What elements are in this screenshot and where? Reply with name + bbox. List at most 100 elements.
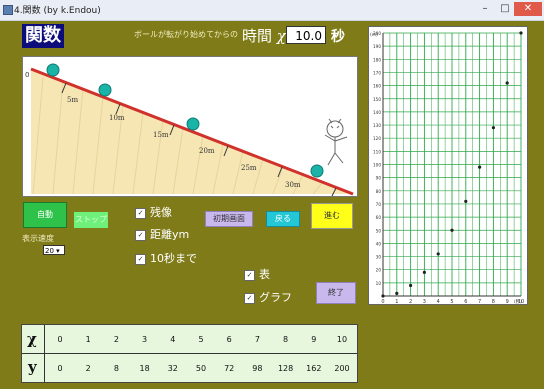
x-tick-label: 5 <box>450 299 453 304</box>
table-cell-y: 128 <box>277 364 294 373</box>
x-tick-label: 3 <box>423 299 426 304</box>
slope-svg: 0 5m 10m 15m 20m 25m 30m <box>25 63 354 196</box>
table-cell-x: 3 <box>142 335 148 344</box>
distance-label-20m: 20m <box>199 147 215 155</box>
minimize-button[interactable]: – <box>482 3 488 14</box>
close-button[interactable]: ✕ <box>514 2 542 16</box>
y-tick-label: 50 <box>376 228 382 233</box>
table-cell-y: 200 <box>334 364 350 373</box>
check-icon: ✓ <box>244 269 255 281</box>
check-icon: ✓ <box>244 292 255 304</box>
distance-label-25m: 25m <box>241 164 257 172</box>
time-instruction: ボールが転がり始めてからの <box>134 30 238 39</box>
table-divider-h <box>22 353 357 354</box>
y-tick-label: 160 <box>373 84 381 89</box>
distance-label-5m: 5m <box>67 96 78 104</box>
data-point <box>450 228 454 232</box>
y-tick-label: 90 <box>376 176 382 181</box>
x-tick-label: 8 <box>492 299 495 304</box>
app-icon <box>3 5 13 15</box>
slope-origin-label: 0 <box>25 71 29 79</box>
x-tick-label: 4 <box>437 299 440 304</box>
table-cell-y: 0 <box>57 364 63 373</box>
distance-checkbox[interactable]: ✓距離ym <box>135 226 189 242</box>
time-value-field[interactable]: 10.0 <box>286 26 326 44</box>
check-icon: ✓ <box>135 207 146 219</box>
page-title: 関数 <box>22 24 64 48</box>
table-cell-x: 1 <box>85 335 91 344</box>
ten-seconds-label: 10秒まで <box>150 252 197 265</box>
table-cell-y: 50 <box>195 364 207 373</box>
x-axis-label: (秒) <box>514 298 522 304</box>
data-point <box>422 270 426 274</box>
y-tick-label: 110 <box>373 149 381 154</box>
table-cell-x: 2 <box>113 335 119 344</box>
table-cell-y: 98 <box>252 364 263 373</box>
speed-value: 20 <box>45 247 54 255</box>
graph-checkbox[interactable]: ✓グラフ <box>244 289 292 305</box>
x-tick-label: 2 <box>409 299 412 304</box>
ball-current <box>310 164 324 178</box>
data-point <box>409 283 413 288</box>
table-cell-y: 162 <box>306 364 322 373</box>
ball-afterimage <box>46 63 60 77</box>
y-tick-label: 140 <box>373 110 381 115</box>
data-point <box>505 81 509 85</box>
data-point <box>381 294 385 298</box>
table-cell-x: 10 <box>336 335 348 344</box>
table-cell-x: 6 <box>226 335 232 344</box>
x-symbol: χ <box>276 27 286 45</box>
auto-button[interactable]: 自動 <box>23 202 67 228</box>
maximize-button[interactable]: □ <box>500 3 510 14</box>
distance-ticks <box>61 82 337 196</box>
ramp-line <box>30 67 354 196</box>
y-tick-label: 170 <box>373 70 381 75</box>
x-tick-label: 1 <box>395 299 398 304</box>
chevron-down-icon: ▾ <box>56 247 60 255</box>
character-illustration <box>324 118 348 166</box>
check-icon: ✓ <box>135 253 146 265</box>
table-checkbox[interactable]: ✓表 <box>244 266 270 282</box>
x-tick-label: 7 <box>478 299 481 304</box>
initial-screen-button[interactable]: 初期画面 <box>205 211 253 227</box>
y-tick-label: 130 <box>373 123 381 128</box>
speed-select[interactable]: 20 ▾ <box>43 245 65 255</box>
table-cell-x: 8 <box>283 335 289 344</box>
y-tick-label: 40 <box>376 241 382 246</box>
time-label: 時間 χ <box>242 25 286 46</box>
x-tick-label: 9 <box>506 299 509 304</box>
distance-label-10m: 10m <box>109 114 125 122</box>
data-point <box>464 199 468 203</box>
y-tick-label: 10 <box>376 281 382 286</box>
table-label: 表 <box>259 268 270 281</box>
y-axis-label: (m) <box>370 32 378 38</box>
ramp-hatching <box>32 76 324 195</box>
ten-seconds-checkbox[interactable]: ✓ 10秒まで <box>135 250 197 266</box>
y-tick-label: 80 <box>376 189 382 194</box>
y-tick-label: 150 <box>373 97 381 102</box>
table-cell-x: 9 <box>311 335 317 344</box>
table-x-header: χ <box>27 330 37 348</box>
distance-label-30m: 30m <box>285 181 301 189</box>
check-icon: ✓ <box>135 229 146 241</box>
data-point <box>491 126 495 130</box>
slope-canvas: 0 5m 10m 15m 20m 25m 30m <box>22 56 358 197</box>
afterimage-checkbox[interactable]: ✓残像 <box>135 204 172 220</box>
table-cell-y: 2 <box>85 364 91 373</box>
stop-button[interactable]: ストップ <box>74 212 108 228</box>
title-bar: 4.関数 (by k.Endou) – □ ✕ <box>0 0 544 21</box>
table-y-header: y <box>28 358 37 376</box>
back-button[interactable]: 戻る <box>266 211 300 227</box>
table-cell-y: 72 <box>224 364 235 373</box>
forward-button[interactable]: 進む <box>311 203 353 229</box>
end-button[interactable]: 終了 <box>316 282 356 304</box>
table-cell-y: 8 <box>113 364 119 373</box>
y-tick-label: 200 <box>373 31 381 36</box>
distance-label-15m: 15m <box>153 131 169 139</box>
ball-afterimages <box>46 63 324 178</box>
y-tick-label: 100 <box>373 163 381 168</box>
ball-afterimage <box>98 83 112 97</box>
